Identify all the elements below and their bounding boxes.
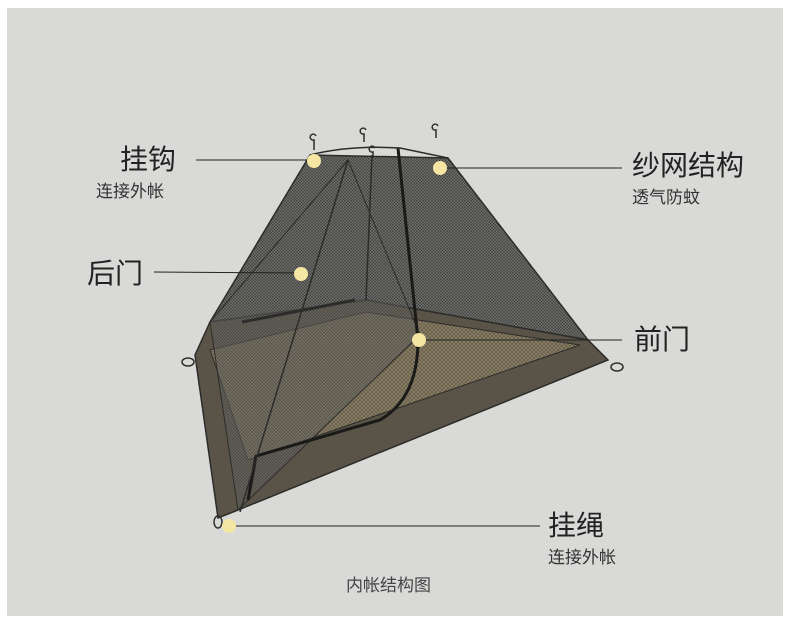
diagram-caption: 内帐结构图 <box>346 576 431 596</box>
marker-dot-rope <box>222 519 236 533</box>
panel-seam-right <box>365 154 373 301</box>
hook-sublabel: 连接外帐 <box>96 182 164 202</box>
rope-sublabel: 连接外帐 <box>548 548 616 568</box>
marker-dot-back-door <box>294 267 308 281</box>
mesh-sublabel: 透气防蚊 <box>632 188 700 208</box>
panel-seam-left <box>239 159 349 513</box>
leader-line-back-door <box>153 271 301 274</box>
marker-dot-mesh <box>433 161 447 175</box>
hook-icon <box>309 123 439 158</box>
rope-label: 挂绳 <box>548 509 605 542</box>
back-door-label: 后门 <box>87 257 144 290</box>
marker-dot-front-door <box>412 333 426 347</box>
marker-dot-hook <box>307 154 321 168</box>
front-door-label: 前门 <box>634 323 691 356</box>
mesh-label: 纱网结构 <box>632 149 745 182</box>
ridge-seam <box>309 146 449 159</box>
back-door-zipper <box>241 298 356 324</box>
rope-loop-icon <box>181 357 624 529</box>
hook-label: 挂钩 <box>120 143 177 176</box>
